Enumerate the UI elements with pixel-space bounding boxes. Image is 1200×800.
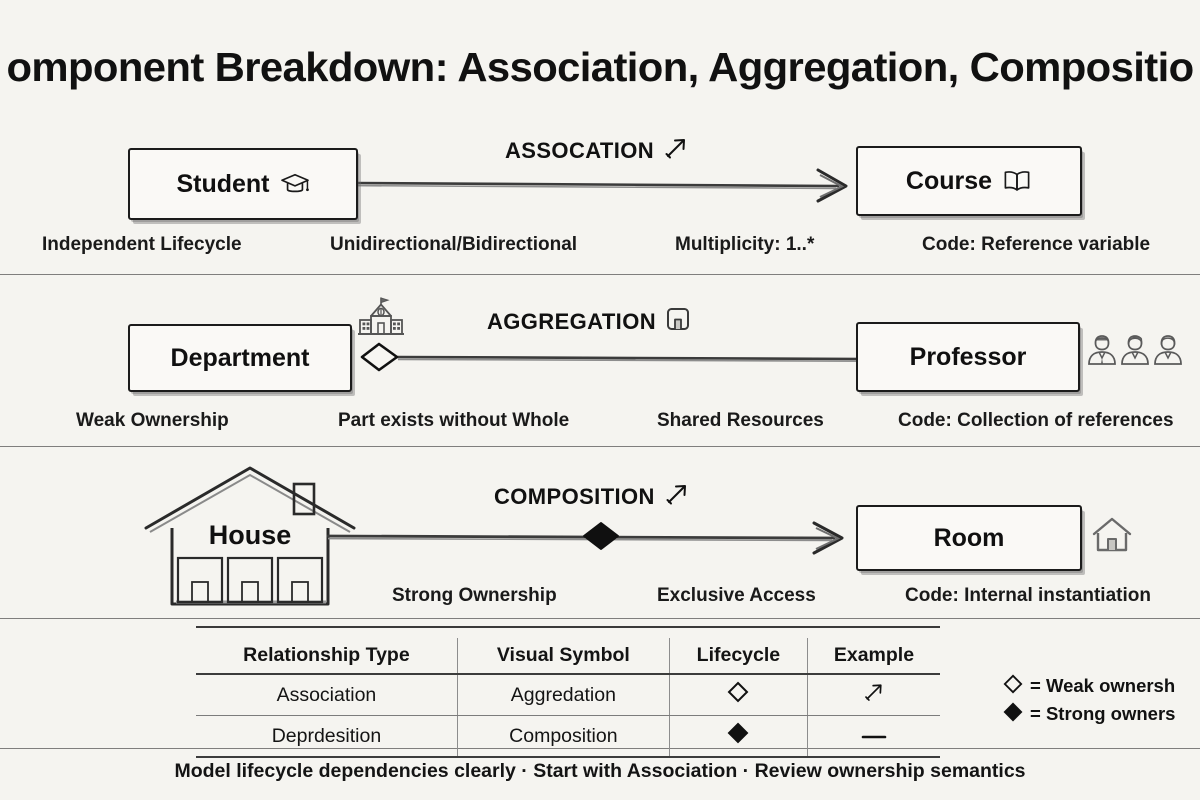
filled-diamond-icon (727, 722, 749, 750)
association-relationship-label: ASSOCATION (505, 135, 689, 166)
node-student-label: Student (176, 169, 270, 198)
legend-item-strong: = Strong owners (1003, 700, 1175, 728)
node-professor-label: Professor (909, 342, 1027, 371)
composition-relationship-label: COMPOSITION (494, 481, 690, 512)
cell-visual-symbol: Aggredation (456, 674, 670, 716)
table-row: Association Aggredation (196, 674, 940, 716)
hollow-diamond-icon (1003, 674, 1023, 699)
aggregation-label-text: AGGREGATION (487, 308, 656, 334)
diagonal-arrow-icon (664, 481, 690, 512)
cell-relationship-type: Deprdesition (196, 715, 458, 758)
aggregation-connector (360, 342, 870, 372)
composition-caption-1: Exclusive Access (657, 585, 816, 606)
summary-table: Relationship Type Visual Symbol Lifecycl… (196, 638, 940, 758)
association-caption-2: Multiplicity: 1..* (675, 234, 815, 255)
rounded-home-icon (665, 306, 691, 337)
composition-label-text: COMPOSITION (494, 483, 655, 509)
legend-strong-text: = Strong owners (1030, 703, 1176, 724)
aggregation-caption-3: Code: Collection of references (898, 410, 1174, 431)
node-professor[interactable]: Professor (856, 322, 1080, 392)
three-people-icon (1086, 332, 1184, 366)
composition-caption-0: Strong Ownership (392, 585, 557, 606)
aggregation-caption-2: Shared Resources (657, 410, 824, 431)
filled-diamond-icon (1003, 702, 1023, 727)
table-header-example: Example (806, 638, 940, 675)
association-label-text: ASSOCATION (505, 137, 655, 163)
composition-connector (326, 521, 844, 555)
footer-note: Model lifecycle dependencies clearly · S… (174, 760, 1026, 782)
table-header-row: Relationship Type Visual Symbol Lifecycl… (196, 638, 940, 675)
section-divider-2 (0, 446, 1200, 447)
table-header-relationship-type: Relationship Type (196, 638, 458, 675)
section-divider-1 (0, 274, 1200, 275)
legend-item-weak: = Weak ownersh (1003, 672, 1175, 700)
node-student[interactable]: Student (128, 148, 358, 220)
association-caption-0: Independent Lifecycle (42, 234, 242, 255)
summary-table-top-rule (196, 626, 940, 628)
node-course[interactable]: Course (856, 146, 1082, 216)
dash-icon (860, 725, 888, 748)
association-caption-3: Code: Reference variable (922, 234, 1151, 255)
open-book-icon (1002, 168, 1032, 194)
aggregation-caption-0: Weak Ownership (76, 410, 229, 431)
association-connector (352, 168, 848, 203)
cell-lifecycle (668, 674, 808, 716)
node-department[interactable]: Department (128, 324, 352, 392)
cell-example (806, 674, 940, 716)
legend: = Weak ownersh = Strong owners (1003, 672, 1175, 728)
cell-lifecycle (668, 715, 808, 758)
aggregation-relationship-label: AGGREGATION (487, 306, 691, 337)
home-outline-icon (1090, 514, 1134, 561)
node-department-label: Department (170, 343, 310, 372)
node-course-label: Course (905, 166, 993, 195)
table-header-lifecycle: Lifecycle (668, 638, 808, 675)
page-title: omponent Breakdown: Association, Aggrega… (6, 44, 1194, 90)
aggregation-caption-1: Part exists without Whole (338, 410, 570, 431)
diagonal-arrow-icon (863, 681, 885, 709)
cell-relationship-type: Association (196, 674, 458, 716)
composition-caption-2: Code: Internal instantiation (905, 585, 1151, 606)
diagonal-arrow-icon (663, 135, 689, 166)
legend-weak-text: = Weak ownersh (1030, 675, 1176, 696)
node-room-label: Room (933, 523, 1005, 552)
graduation-cap-icon (280, 171, 310, 197)
table-header-visual-symbol: Visual Symbol (456, 638, 670, 675)
school-building-icon (357, 296, 405, 349)
cell-visual-symbol: Composition (456, 715, 670, 758)
node-house[interactable]: House (140, 462, 360, 613)
table-row: Deprdesition Composition (196, 715, 940, 758)
section-divider-3 (0, 618, 1200, 619)
cell-example (806, 715, 940, 758)
node-house-label: House (209, 520, 292, 550)
association-caption-1: Unidirectional/Bidirectional (330, 234, 578, 255)
hollow-diamond-icon (727, 681, 749, 709)
node-room[interactable]: Room (856, 505, 1082, 571)
